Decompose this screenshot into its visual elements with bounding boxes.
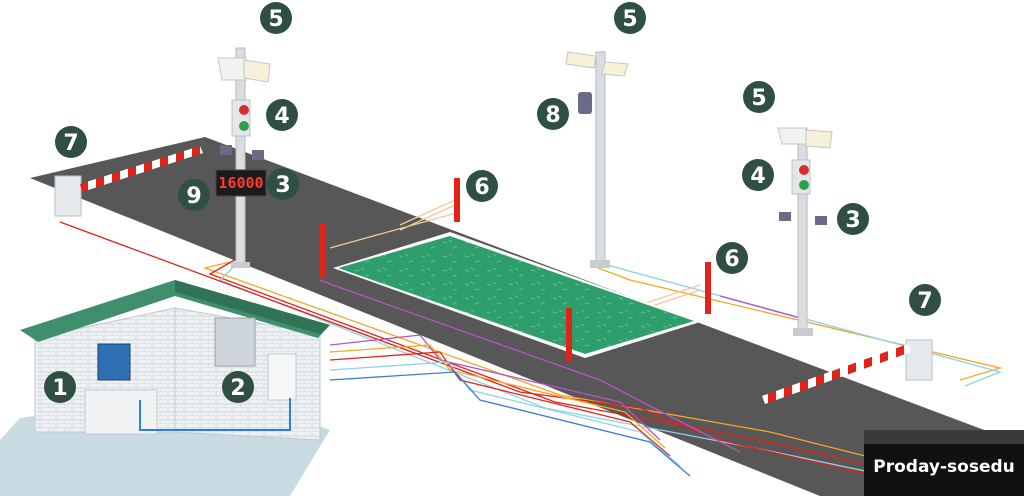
svg-text:1: 1 — [52, 376, 67, 401]
svg-text:7: 7 — [63, 131, 78, 156]
marker-9: 9 — [178, 179, 210, 211]
weight-display-board: 16000 — [215, 169, 267, 197]
marker-6a: 6 — [466, 170, 498, 202]
marker-5c: 5 — [743, 81, 775, 113]
marker-7a: 7 — [55, 126, 87, 158]
marker-3a: 3 — [267, 168, 299, 200]
marker-4b: 4 — [742, 159, 774, 191]
svg-text:5: 5 — [268, 7, 283, 32]
svg-text:7: 7 — [917, 289, 932, 314]
marker-8: 8 — [537, 98, 569, 130]
pole-middle — [565, 51, 629, 268]
marker-2: 2 — [222, 371, 254, 403]
positioning-posts — [319, 178, 711, 362]
marker-6b: 6 — [716, 242, 748, 274]
marker-4a: 4 — [266, 99, 298, 131]
marker-1: 1 — [44, 371, 76, 403]
svg-text:5: 5 — [622, 7, 637, 32]
svg-text:5: 5 — [751, 86, 766, 111]
svg-text:3: 3 — [845, 208, 860, 233]
pole-left — [217, 47, 271, 268]
marker-5b: 5 — [614, 2, 646, 34]
pole-right — [777, 127, 833, 336]
svg-text:6: 6 — [474, 175, 489, 200]
watermark: Proday-sosedu — [864, 430, 1024, 496]
svg-text:2: 2 — [230, 376, 245, 401]
svg-text:3: 3 — [275, 173, 290, 198]
marker-5a: 5 — [260, 2, 292, 34]
weighing-platform — [333, 232, 700, 358]
svg-text:4: 4 — [750, 164, 765, 189]
barrier-left — [54, 146, 203, 217]
svg-text:6: 6 — [724, 247, 739, 272]
watermark-text: Proday-sosedu — [873, 457, 1015, 477]
marker-7b: 7 — [909, 284, 941, 316]
weight-display-reading: 16000 — [218, 174, 263, 192]
barrier-right — [762, 339, 933, 404]
svg-text:9: 9 — [186, 184, 201, 209]
svg-text:4: 4 — [274, 104, 289, 129]
marker-3b: 3 — [837, 203, 869, 235]
control-room — [0, 280, 330, 496]
svg-text:8: 8 — [545, 103, 560, 128]
